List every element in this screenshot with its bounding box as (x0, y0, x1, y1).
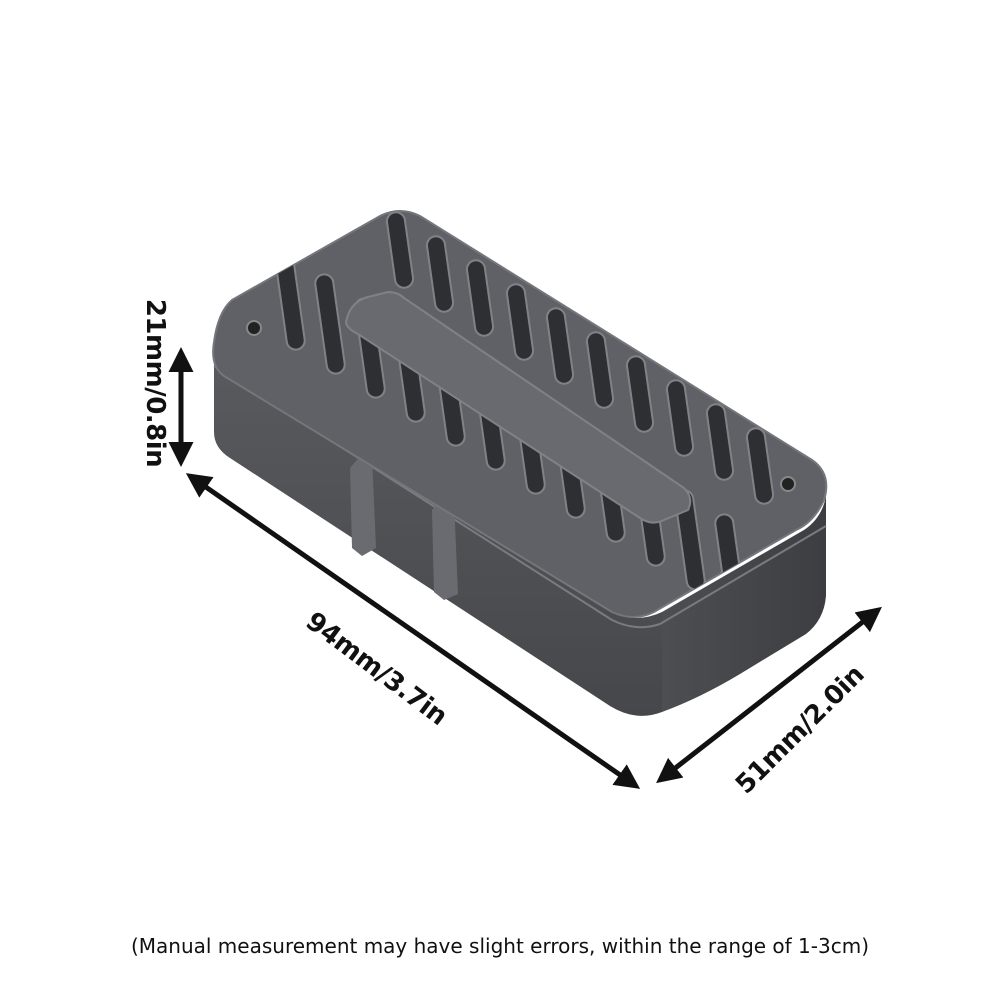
width-arrow (656, 606, 882, 784)
front-tab (350, 452, 376, 556)
height-label: 21mm/0.8in (140, 298, 171, 468)
vent-slot (665, 379, 695, 457)
screw-hole (780, 476, 796, 492)
vent-slot (585, 331, 615, 409)
vent-slot (314, 273, 346, 375)
screw-hole (246, 320, 262, 336)
vent-slot (545, 307, 575, 385)
vent-slot (465, 259, 495, 337)
measurement-note: (Manual measurement may have slight erro… (130, 934, 870, 958)
vent-slot (505, 283, 535, 361)
vent-slot (705, 403, 735, 481)
vent-slot (625, 355, 655, 433)
lid-handle (344, 290, 692, 524)
vent-slot (385, 211, 415, 289)
vent-slot (425, 235, 455, 313)
length-arrow (185, 473, 641, 789)
box (212, 210, 828, 716)
vent-slot (745, 427, 775, 505)
